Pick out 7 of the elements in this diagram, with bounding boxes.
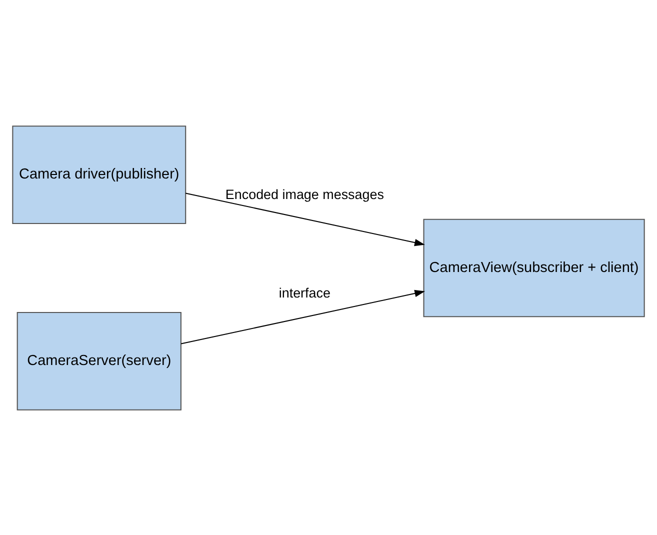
- node-box: CameraView(subscriber + client): [423, 218, 645, 317]
- edge-label: interface: [278, 284, 330, 300]
- arrow: [180, 289, 426, 344]
- node-box: Camera driver(publisher): [12, 125, 186, 224]
- edge-label: Encoded image messages: [225, 186, 384, 202]
- node-box: CameraServer(server): [16, 312, 182, 410]
- arrow: [186, 192, 425, 246]
